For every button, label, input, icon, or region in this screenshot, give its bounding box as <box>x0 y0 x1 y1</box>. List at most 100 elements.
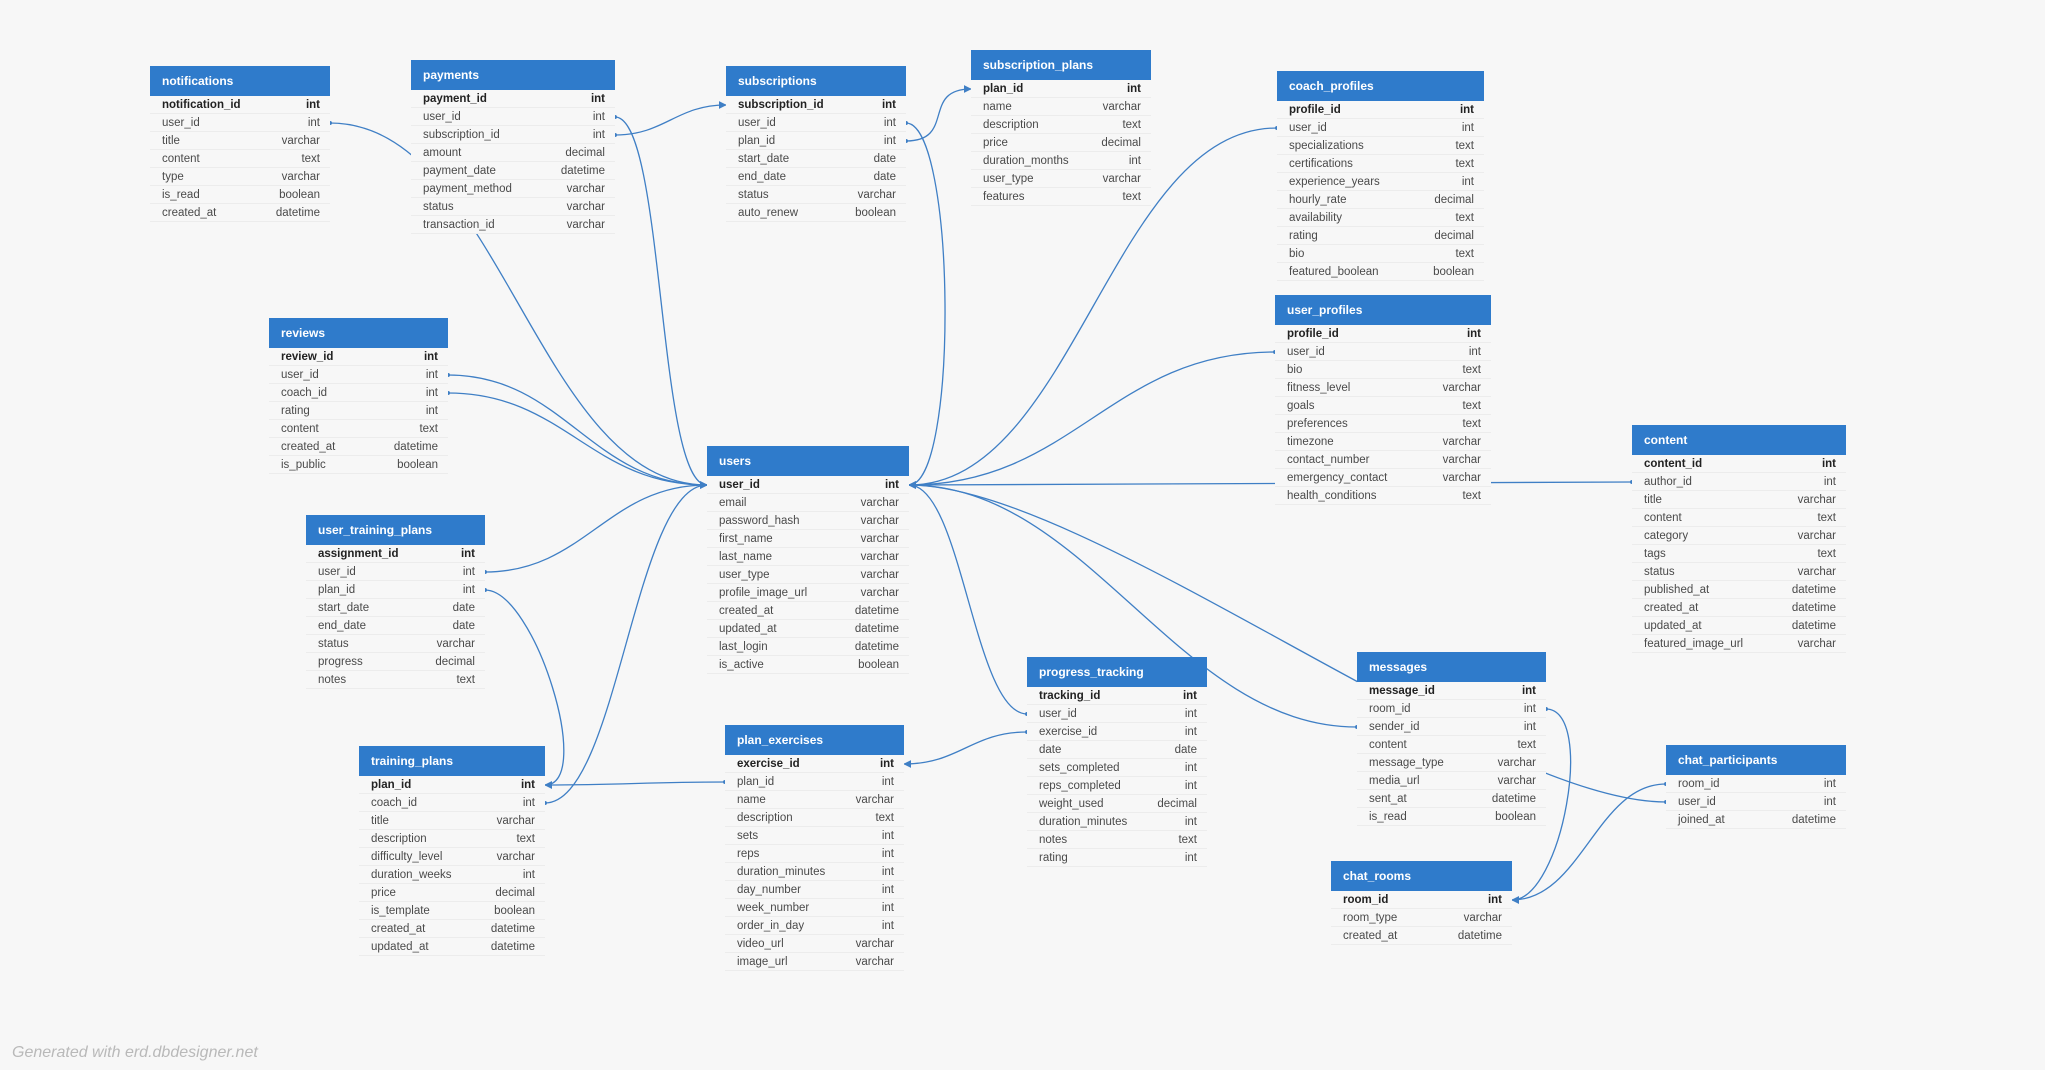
table-header[interactable]: messages <box>1357 652 1546 682</box>
table-header[interactable]: notifications <box>150 66 330 96</box>
table-header[interactable]: progress_tracking <box>1027 657 1207 687</box>
table-header[interactable]: coach_profiles <box>1277 71 1484 101</box>
table-header[interactable]: payments <box>411 60 615 90</box>
table-header[interactable]: subscription_plans <box>971 50 1151 80</box>
table-header[interactable]: users <box>707 446 909 476</box>
table-header[interactable]: reviews <box>269 318 448 348</box>
table-header[interactable]: chat_participants <box>1666 745 1846 775</box>
table-header[interactable]: user_profiles <box>1275 295 1491 325</box>
